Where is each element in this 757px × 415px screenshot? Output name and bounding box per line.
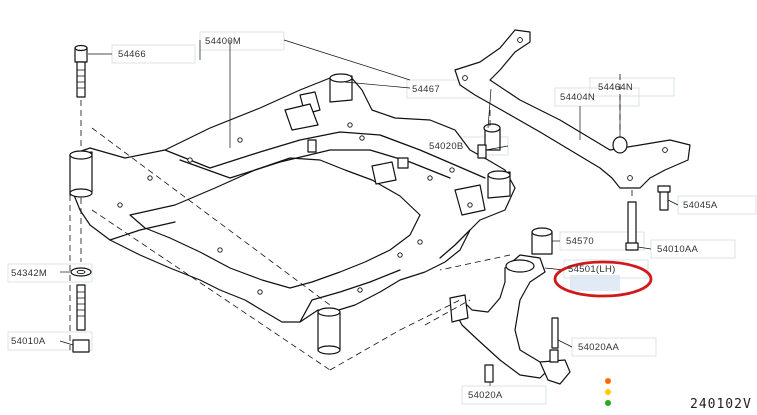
label-54466[interactable]: 54466 (118, 49, 146, 60)
subframe-54400M (69, 73, 516, 355)
label-54010A[interactable]: 54010A (11, 336, 46, 347)
label-54342M[interactable]: 54342M (11, 268, 47, 279)
reference-code: 240102V (690, 397, 752, 412)
indicator-dots (605, 378, 611, 406)
indicator-dot-green (605, 400, 611, 406)
label-54045A[interactable]: 54045A (683, 200, 718, 211)
washer-54342M (70, 267, 92, 277)
highlight-54501 (553, 260, 653, 298)
leader-lines (59, 39, 679, 386)
transverse-link-54501 (449, 227, 571, 385)
bolt-54045A (657, 185, 671, 211)
label-54020B[interactable]: 54020B (429, 141, 464, 152)
label-54020AA[interactable]: 54020AA (578, 342, 620, 353)
label-54570[interactable]: 54570 (566, 236, 594, 247)
label-54501-lh[interactable]: 54501(LH) (568, 264, 616, 275)
label-boxes (7, 31, 757, 405)
bolt-54010A (72, 198, 90, 353)
label-54400M[interactable]: 54400M (205, 36, 241, 47)
label-54404N[interactable]: 54404N (560, 92, 595, 103)
indicator-dot-orange (605, 378, 611, 384)
label-54467[interactable]: 54467 (412, 84, 440, 95)
indicator-dot-yellow (605, 389, 611, 395)
label-54464N[interactable]: 54464N (598, 82, 633, 93)
label-54010AA[interactable]: 54010AA (657, 244, 699, 255)
part-labels: 54466 54400M 54467 54404N 54464N 54020B … (11, 36, 718, 401)
bolt-54010AA (625, 201, 639, 251)
label-54020A[interactable]: 54020A (468, 390, 503, 401)
bolt-54466 (74, 44, 88, 150)
